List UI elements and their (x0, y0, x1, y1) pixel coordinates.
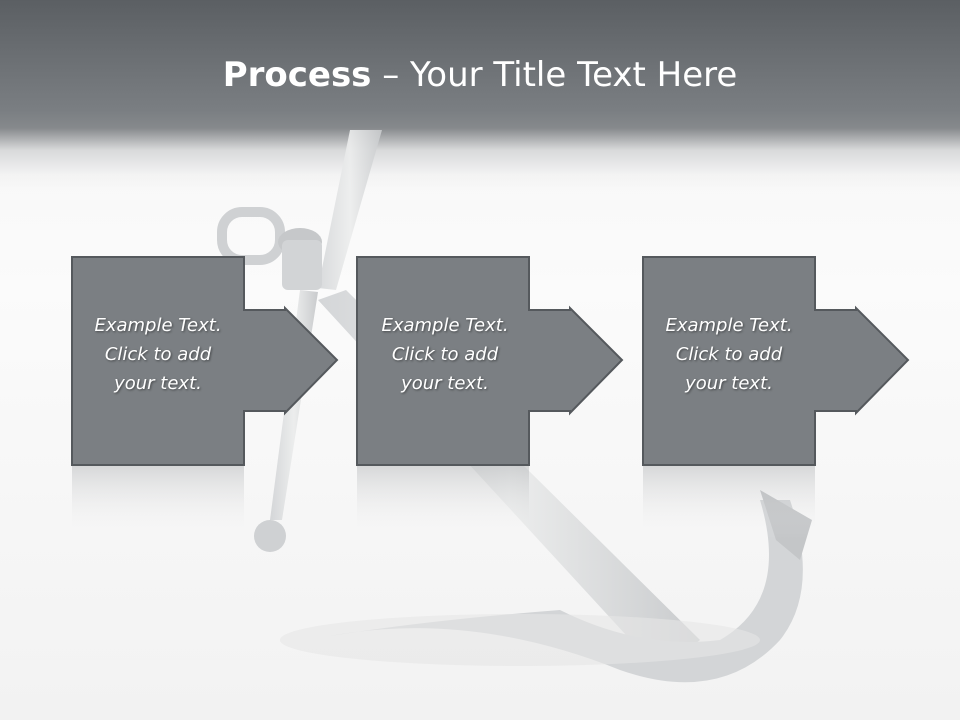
step-text-2[interactable]: Example Text. Click to add your text. (359, 311, 531, 398)
step-3-line-1: Example Text. (665, 315, 793, 336)
step-text-1[interactable]: Example Text. Click to add your text. (72, 311, 244, 398)
step-1-line-2: Click to add (104, 344, 212, 365)
step-3-line-2: Click to add (675, 344, 783, 365)
title-bold: Process (222, 55, 372, 95)
step-text-3[interactable]: Example Text. Click to add your text. (643, 311, 815, 398)
step-2-line-2: Click to add (391, 344, 499, 365)
step-2-line-1: Example Text. (381, 315, 509, 336)
title-rest: – Your Title Text Here (371, 55, 738, 95)
title-bar (0, 0, 960, 190)
step-3-line-3: your text. (685, 373, 773, 394)
step-1-line-3: your text. (114, 373, 202, 394)
process-step-1[interactable] (71, 256, 339, 540)
step-2-line-3: your text. (401, 373, 489, 394)
process-step-2[interactable] (356, 256, 624, 540)
step-1-line-1: Example Text. (94, 315, 222, 336)
page-title: Process – Your Title Text Here (0, 52, 960, 98)
process-step-3[interactable] (642, 256, 910, 540)
